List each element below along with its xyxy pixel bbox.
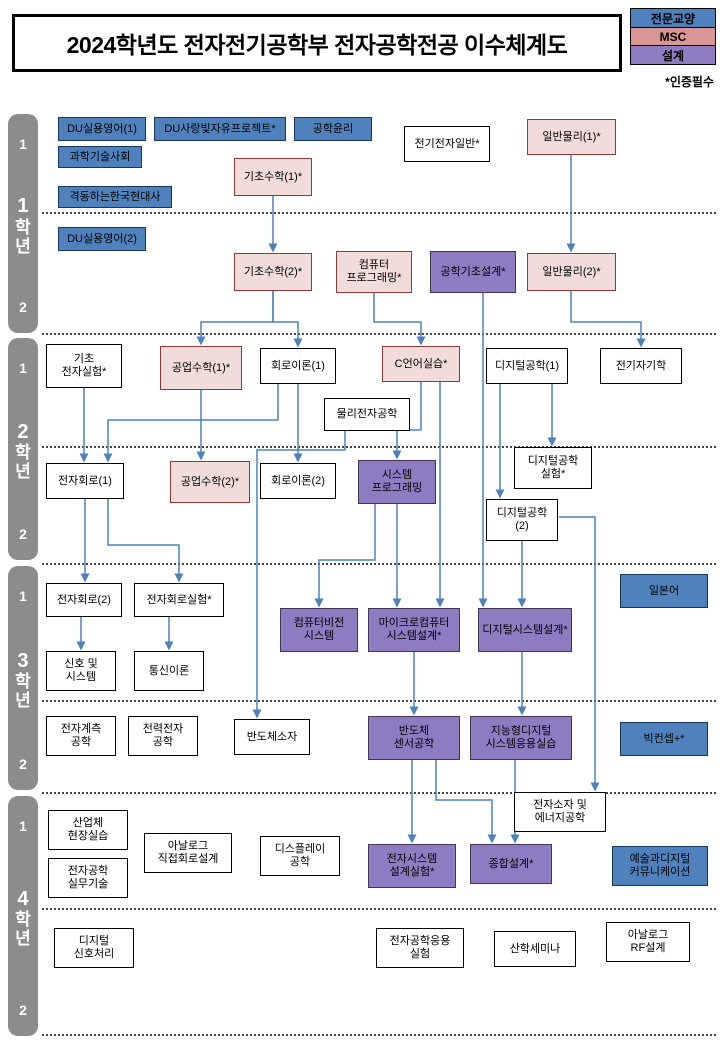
course-computer-vision-system: 컴퓨터비전 시스템 [280,608,358,652]
course-basic-math-2: 기초수학(2)* [234,253,312,291]
course-circuit-theory-2: 회로이론(2) [260,463,336,499]
semester-1-label: 1 [19,360,27,376]
semester-separator-3 [42,563,716,565]
legend-item-design: 설계 [630,45,716,65]
course-basic-math-1: 기초수학(1)* [234,158,312,196]
course-du-love-light-project: DU사랑빛자유프로젝트* [154,117,286,141]
course-engineering-math-1: 공업수학(1)* [160,346,242,390]
course-electronic-circuits-2: 전자회로(2) [46,583,122,617]
course-electronic-measurement: 전자계측 공학 [46,716,116,756]
course-display-engineering: 디스플레이 공학 [260,836,340,876]
semester-separator-5 [42,792,716,794]
semester-1-label: 1 [19,588,27,604]
course-general-physics-1: 일반물리(1)* [527,119,616,155]
semester-1-label: 1 [19,818,27,834]
course-microcomputer-system-design: 마이크로컴퓨터 시스템설계* [368,608,460,652]
edge-basic-math-2--engineering-math-1 [196,291,274,346]
course-industry-academic-seminar: 산학세미나 [494,931,576,967]
course-japanese: 일본어 [620,574,708,608]
course-communication-theory: 통신이론 [134,651,204,691]
course-engineering-math-2: 공업수학(2)* [170,461,250,503]
course-basic-electronics-lab: 기초 전자실험* [46,344,122,388]
page-title: 2024학년도 전자전기공학부 전자공학전공 이수체계도 [66,32,568,58]
course-circuit-theory-1: 회로이론(1) [260,348,336,384]
course-engineering-basic-design: 공학기초설계* [430,251,516,293]
course-power-electronics: 전력전자 공학 [128,716,198,756]
course-signals-and-systems: 신호 및 시스템 [46,651,116,691]
course-digital-signal-processing: 디지털 신호처리 [54,928,134,968]
course-electromagnetics: 전기자기학 [600,348,682,384]
course-general-physics-2: 일반물리(2)* [527,253,616,291]
semester-separator-0 [42,212,716,214]
course-intelligent-digital-systems: 지능형디지털 시스템응용실습 [470,716,572,760]
course-digital-logic-1: 디지털공학(1) [486,348,568,384]
course-system-programming: 시스템 프로그래밍 [358,460,436,504]
course-computer-programming: 컴퓨터 프로그래밍* [336,251,412,293]
course-electronic-circuits-1: 전자회로(1) [46,463,124,499]
course-science-tech-society: 과학기술사회 [58,146,142,168]
semester-separator-7 [42,1034,716,1036]
legend-item-msc: MSC [630,26,716,47]
course-semiconductor-devices: 반도체소자 [234,719,310,755]
legend-item-general-education: 전문교양 [630,8,716,28]
course-electric-electronic-general: 전기전자일반* [404,126,490,162]
course-electronics-applied-lab: 전자공학응용 실험 [376,928,464,968]
course-electronic-circuits-lab: 전자회로실험* [134,583,224,617]
course-electronic-system-design-lab: 전자시스템 설계실험* [368,844,456,888]
edge-computer-programming--c-language-practice [373,293,426,346]
course-c-language-practice: C언어실습* [382,346,460,382]
course-capstone-design: 종합설계* [470,844,552,884]
course-digital-logic-2: 디지털공학 (2) [486,499,558,541]
course-du-english-2: DU실용영어(2) [58,227,146,251]
legend: 전문교양 MSC 설계 *인증필수 [630,8,716,90]
semester-2-label: 2 [19,755,27,772]
edge-general-physics-2--electromagnetics [570,291,646,348]
course-digital-system-design: 디지털시스템설계* [478,608,572,652]
edge-semiconductor-sensor--capstone-design [435,760,497,844]
course-semiconductor-sensor: 반도체 센서공학 [368,716,460,760]
edge-basic-math-2--circuit-theory-1 [272,291,303,348]
edge-system-programming--computer-vision-system [314,504,376,608]
course-electronic-devices-energy: 전자소자 및 에너지공학 [514,792,606,832]
course-physical-electronics: 물리전자공학 [324,398,410,431]
semester-2-label: 2 [19,298,27,315]
semester-1-label: 1 [19,136,27,152]
semester-separator-6 [42,908,716,910]
course-industry-field-training: 산업체 현장실습 [48,810,128,850]
semester-2-label: 2 [19,525,27,542]
course-art-digital-communication: 예술과디지털 커뮤니케이션 [612,846,708,886]
edge-circuit-theory-1--electronic-circuits-1 [103,384,279,463]
semester-2-label: 2 [19,1001,27,1018]
semester-separator-1 [42,333,716,335]
certification-required-note: *인증필수 [665,75,714,89]
title-box: 2024학년도 전자전기공학부 전자공학전공 이수체계도 [12,14,622,72]
course-big-concept-plus: 빅컨셉+* [620,722,708,756]
edge-electronic-circuits-1--electronic-circuits-lab [107,499,184,583]
course-du-english-1: DU실용영어(1) [58,117,146,141]
course-analog-ic-design: 아날로그 직접회로설계 [144,833,232,873]
course-electronics-practical-skills: 전자공학 실무기술 [48,858,128,898]
course-korean-modern-history: 격동하는한국현대사 [58,186,172,208]
course-engineering-ethics: 공학윤리 [294,117,372,141]
course-digital-logic-lab: 디지털공학 실험* [514,447,592,489]
semester-separator-2 [42,446,716,448]
course-analog-rf-design: 아날로그 RF설계 [606,922,690,962]
semester-separator-4 [42,700,716,702]
